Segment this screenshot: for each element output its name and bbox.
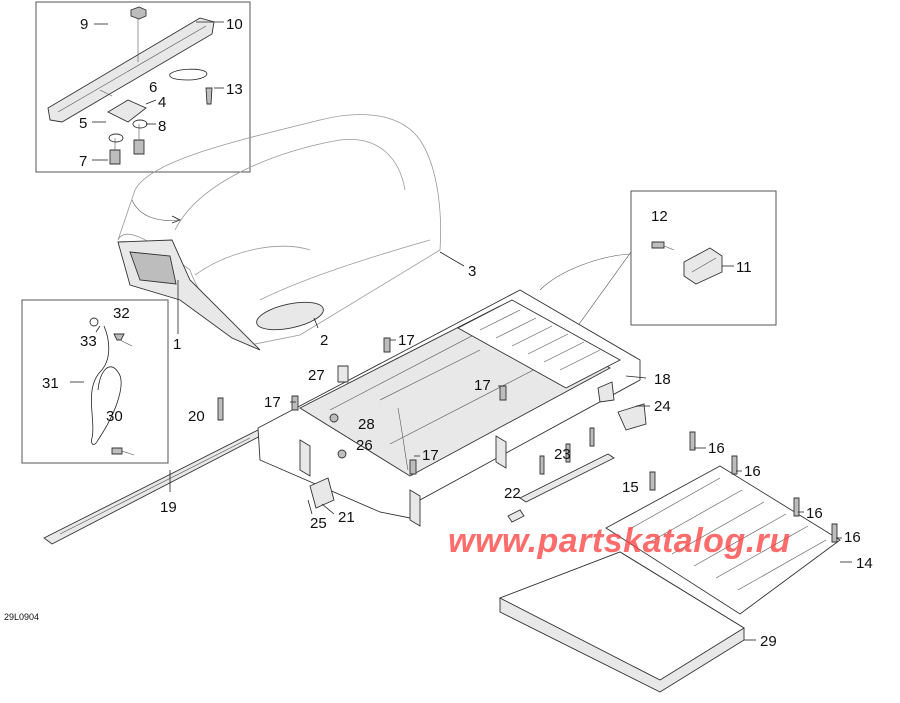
strip-parts: [507, 427, 615, 523]
callout-17b: 17: [474, 377, 491, 394]
callout-19: 19: [160, 499, 177, 516]
callout-30: 31: [42, 375, 59, 392]
callout-17a: 17: [398, 332, 415, 349]
callout-10: 10: [226, 16, 243, 33]
callout-9: 9: [80, 16, 88, 33]
label-ticks: [290, 339, 842, 539]
callout-4: 4: [158, 94, 166, 111]
seat-assembly: [117, 114, 465, 351]
callout-18: 18: [654, 371, 671, 388]
hinge-detail-box: [509, 190, 777, 421]
callout-11: 11: [736, 259, 752, 276]
callout-6: 6: [149, 79, 157, 96]
callout-14: 14: [856, 555, 873, 572]
callout-25: 25: [310, 515, 327, 532]
callout-1: 1: [173, 336, 181, 353]
rail-part: [43, 397, 269, 545]
callout-16d: 16: [844, 529, 861, 546]
callout-24: 24: [654, 398, 671, 415]
callout-16c: 16: [806, 505, 823, 522]
callout-33: 33: [80, 333, 97, 350]
callout-23: 23: [554, 446, 571, 463]
callout-15: 15: [622, 479, 639, 496]
callout-29: 29: [760, 633, 777, 650]
diagram-code: 29L0904: [4, 612, 39, 622]
callout-26: 26: [356, 437, 373, 454]
callout-17d: 17: [422, 447, 439, 464]
callout-16a: 16: [708, 440, 725, 457]
latch-detail-box: [35, 1, 251, 173]
frame-assembly: [257, 289, 650, 527]
callout-16b: 16: [744, 463, 761, 480]
callout-5: 5: [79, 115, 87, 132]
callout-7: 7: [79, 153, 87, 170]
callout-17c: 17: [264, 394, 281, 411]
floor-tray: [605, 431, 852, 615]
callout-21: 21: [338, 509, 355, 526]
callout-2: 2: [320, 332, 328, 349]
cable-detail-box: [21, 299, 169, 464]
callout-31: 32: [113, 305, 130, 322]
callout-3: 3: [468, 263, 476, 280]
callout-8: 8: [158, 118, 166, 135]
callout-labels: 9 10 6 13 4 5 8 7 12 11 3 32 1 2 33 17 2…: [42, 16, 873, 650]
mat-part: [498, 551, 756, 693]
callout-28: 28: [358, 416, 375, 433]
callout-12: 12: [651, 208, 668, 225]
callout-22: 22: [504, 485, 521, 502]
callout-20: 20: [188, 408, 205, 425]
callout-32: 30: [106, 408, 123, 425]
callout-13: 13: [226, 81, 243, 98]
callout-27: 27: [308, 367, 325, 384]
watermark-text: www.partskatalog.ru: [448, 522, 791, 560]
